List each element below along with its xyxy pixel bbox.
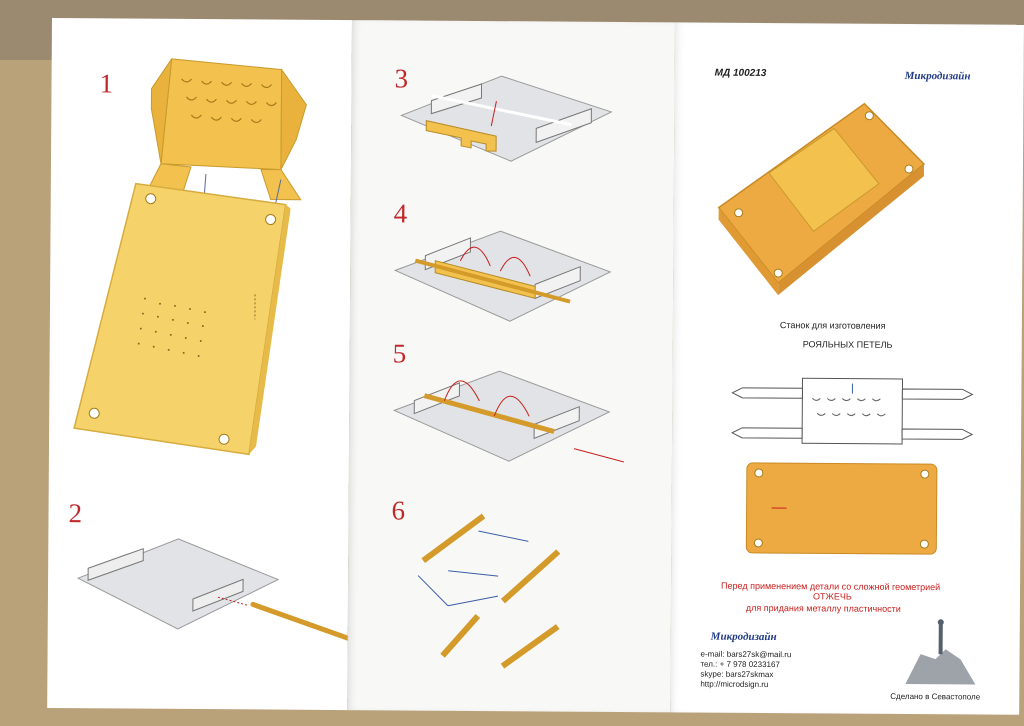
panel-middle: 3 4 5 6 [347,20,675,712]
step2-illustration [67,528,358,670]
step-number-1: 1 [99,68,113,99]
made-in-label: Сделано в Севастополе [890,692,980,702]
warning-line3: для придания металлу пластичности [746,603,901,614]
monument-emblem-icon [900,614,981,690]
base-flat-illustration [746,463,947,564]
step-number-2: 2 [68,498,82,529]
brand-logo-top: Микродизайн [905,70,971,82]
assembled-tool-illustration [718,103,939,305]
step6-illustration [377,495,638,677]
step4-illustration [395,215,656,337]
template-flat-illustration [742,368,973,455]
contact-skype: skype: bars27skmax [700,670,773,680]
brand-logo-bottom: Микродизайн [711,631,777,643]
instruction-sheet: 1 [47,18,1024,715]
contact-email: e-mail: bars27sk@mail.ru [701,650,792,660]
contact-website: http://microdsign.ru [700,680,768,689]
panel-right: МД 100213 Микродизайн Станок для изготов… [670,22,1024,714]
tool-title-line2: РОЯЛЬНЫХ ПЕТЕЛЬ [803,339,893,350]
base-plate-illustration [74,183,296,465]
tool-title-line1: Станок для изготовления [780,320,886,331]
contact-phone: тел.: + 7 978 0233167 [700,660,779,670]
article-number: МД 100213 [715,68,767,79]
panel-left: 1 [47,18,352,710]
step3-illustration [401,65,662,177]
step5-illustration [394,355,655,477]
warning-line2: ОТЖЕЧЬ [813,591,852,601]
